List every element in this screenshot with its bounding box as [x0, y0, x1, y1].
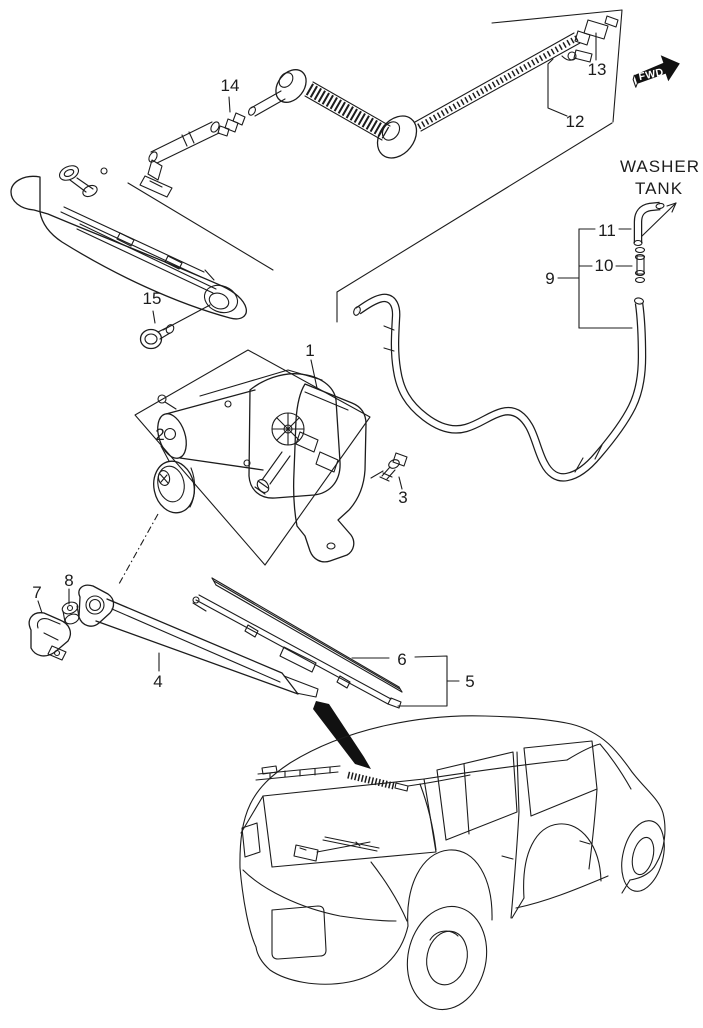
- hose-elbow-11: [633, 201, 665, 247]
- hose-union-marks: [574, 444, 603, 473]
- callout-12: 12: [566, 112, 585, 131]
- locator-arrow: [313, 701, 371, 769]
- leader-3: [370, 470, 403, 490]
- drip-rail: [423, 759, 568, 780]
- bracket-9-10-11: [557, 228, 633, 329]
- washer-hose-9-group: [353, 201, 665, 482]
- callout-3: 3: [398, 488, 407, 507]
- callout-labels: 1 2 3 4 5 6 7 8 9 10 11 12 13 14 15: [32, 60, 616, 691]
- leader-1: [310, 359, 318, 389]
- roof-garnish: [10, 165, 247, 350]
- leader-2: [160, 445, 170, 462]
- mounting-bolt-3: [379, 452, 408, 482]
- washer-tank-label-line2: TANK: [635, 179, 683, 198]
- callout-4: 4: [153, 672, 162, 691]
- hose-grommet-upper: [275, 69, 307, 103]
- pivot-cap-7: [28, 612, 71, 661]
- motor-box: [134, 349, 371, 566]
- front-wheel: [621, 820, 665, 892]
- callout-7: 7: [32, 583, 41, 602]
- rear-glass: [262, 778, 437, 868]
- front-door-seam: [588, 788, 598, 870]
- callout-6: 6: [397, 650, 406, 669]
- leader-14: [228, 96, 231, 113]
- rear-wheel: [406, 905, 488, 1011]
- car-body-outline: [239, 715, 666, 881]
- blade-rubber-6: [211, 577, 403, 693]
- wiper-blade-group: [192, 577, 460, 709]
- windshield-edge: [599, 743, 632, 790]
- wiper-motor-group: [118, 349, 408, 585]
- top-panel-lines: [127, 9, 623, 323]
- leader-15: [152, 310, 156, 324]
- hose-coil-sleeve: [304, 81, 391, 141]
- blade-frame-5: [192, 594, 402, 709]
- callout-10: 10: [595, 256, 614, 275]
- hose-tube: [248, 90, 286, 117]
- wiper-arm-group: [28, 584, 319, 698]
- front-door-window: [523, 740, 598, 817]
- rear-door-seam: [510, 811, 520, 919]
- hatch-seam: [242, 869, 397, 922]
- leader-15-to-hole: [162, 304, 211, 331]
- callout-8: 8: [64, 571, 73, 590]
- washer-tank-label-line1: WASHER: [620, 157, 700, 176]
- motor-grommet-2: [153, 460, 196, 514]
- sill-line: [515, 875, 609, 909]
- leader-7: [37, 600, 43, 614]
- rear-wheel-arch: [407, 849, 493, 927]
- roof-garnish-on-car: [255, 765, 471, 851]
- hose-clamp: [561, 49, 593, 63]
- wiper-on-glass: [293, 836, 380, 862]
- car-illustration: [239, 715, 666, 1011]
- pivot-centerline: [118, 513, 159, 585]
- bracket-5-6: [351, 655, 460, 707]
- hose-segment-clip: [139, 121, 220, 198]
- front-wheel-arch: [523, 823, 602, 899]
- license-plate-recess: [271, 905, 327, 960]
- hose-band-marks: [383, 325, 395, 352]
- hose-joint-10: [634, 246, 646, 284]
- callout-5: 5: [465, 672, 474, 691]
- callout-13: 13: [588, 60, 607, 79]
- garnish-stud: [58, 165, 108, 198]
- washer-tank-callout: WASHER TANK: [620, 157, 700, 238]
- washer-tank-arrowhead: [666, 202, 677, 213]
- wiper-arm-4: [78, 584, 319, 698]
- callout-11: 11: [598, 221, 616, 240]
- fwd-arrow-icon: FWD: [632, 55, 680, 88]
- washer-tank-arrow: [640, 202, 677, 238]
- callout-15: 15: [143, 289, 162, 308]
- taillight: [241, 822, 261, 858]
- rear-bumper: [239, 867, 409, 985]
- callout-1: 1: [305, 341, 314, 360]
- fastener-pin-15: [139, 324, 175, 350]
- rear-door-window: [436, 751, 518, 841]
- leader-12: [547, 58, 568, 117]
- fwd-label: FWD: [638, 66, 665, 83]
- door-handles: [501, 840, 591, 860]
- rear-washer-hose-assembly: [139, 15, 619, 198]
- callout-14: 14: [221, 76, 240, 95]
- callout-9: 9: [545, 269, 554, 288]
- hose-joint-14: [217, 112, 246, 137]
- washer-hose: [414, 32, 581, 132]
- callout-2: 2: [155, 425, 164, 444]
